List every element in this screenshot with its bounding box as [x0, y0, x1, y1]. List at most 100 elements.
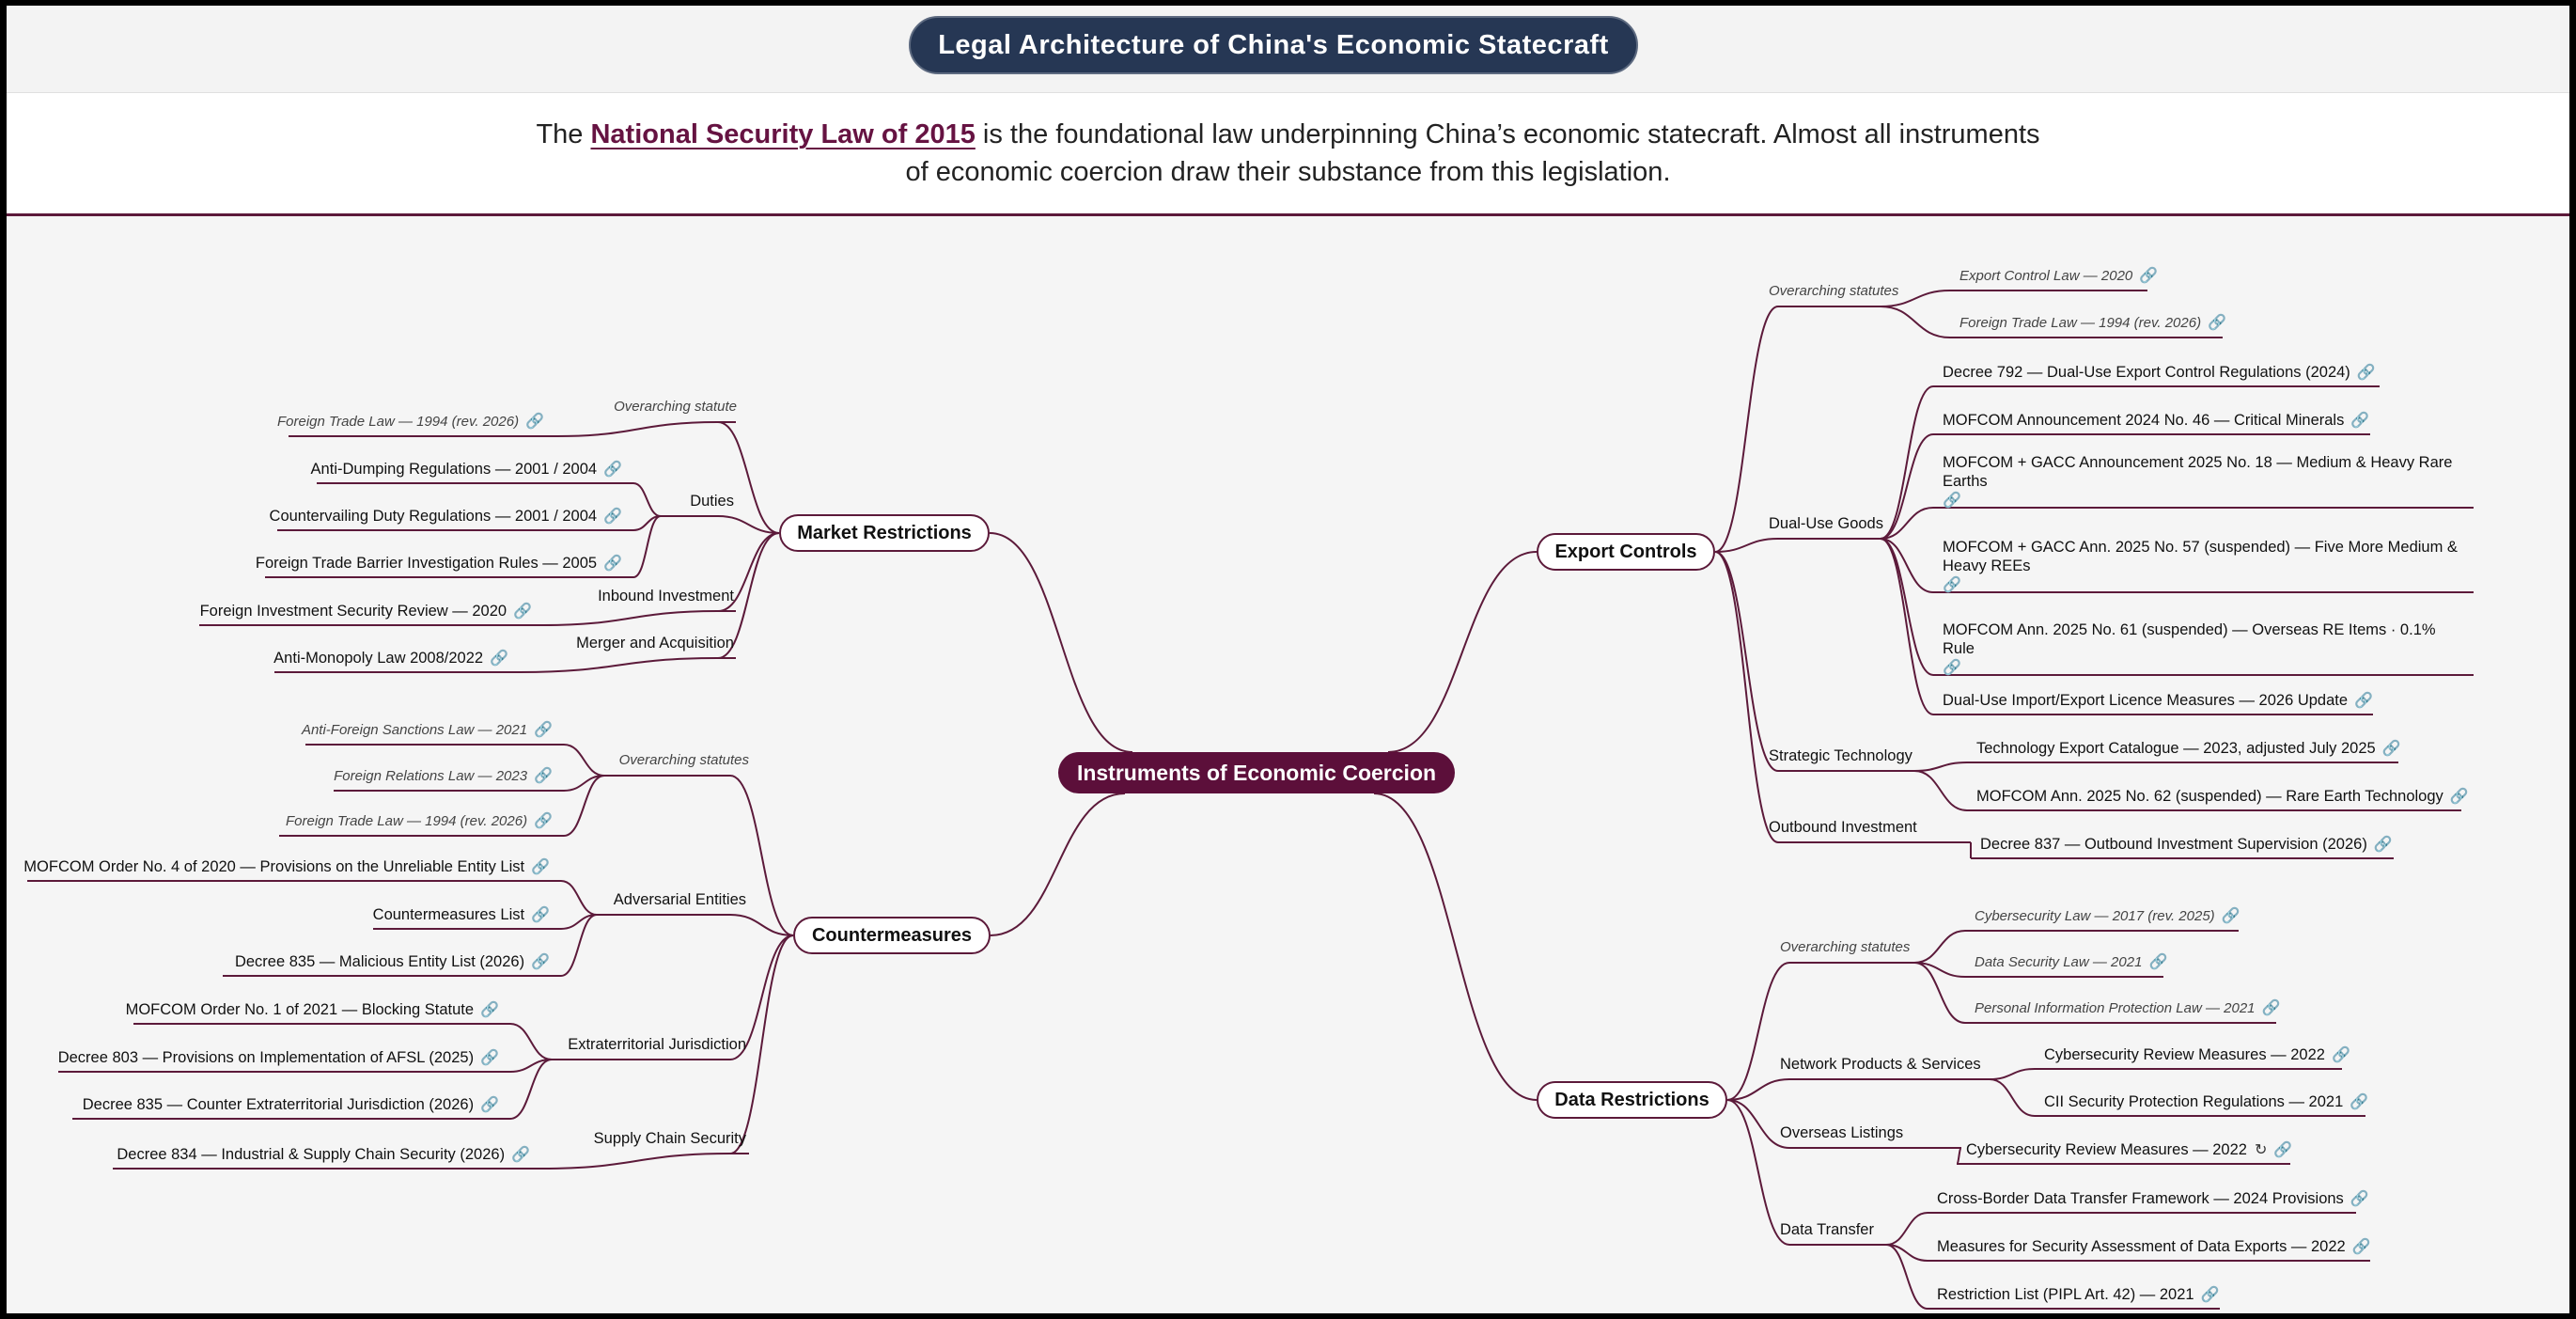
link-icon[interactable]: 🔗 [511, 1147, 530, 1163]
intro-text-before: The [536, 119, 591, 149]
leaf-export-controls-dual-use-import-export-licence-measures-2026-upd: Dual-Use Import/Export Licence Measures … [1943, 691, 2373, 711]
link-icon[interactable]: 🔗 [2381, 741, 2401, 757]
link-icon[interactable]: 🔗 [534, 768, 553, 784]
refresh-icon[interactable]: ↻ [2254, 1142, 2268, 1158]
category-market-restrictions-duties-label: Duties [690, 493, 734, 510]
link-icon[interactable]: 🔗 [2148, 954, 2168, 970]
leaf-countermeasures-decree-834-industrial-supply-chain-security-2026-label: Decree 834 — Industrial & Supply Chain S… [117, 1146, 506, 1163]
category-export-controls-overarching-statutes-label: Overarching statutes [1769, 283, 1899, 299]
link-icon[interactable]: 🔗 [480, 1097, 499, 1113]
edge-countermeasures-to-overarching-statutes [729, 775, 794, 936]
link-icon[interactable]: 🔗 [531, 859, 550, 875]
leaf-data-restrictions-measures-for-security-assessment-of-data-exports-label: Measures for Security Assessment of Data… [1937, 1238, 2346, 1255]
link-icon[interactable]: 🔗 [1943, 493, 1961, 509]
leaf-market-restrictions-foreign-trade-barrier-investigation-rules-2005: Foreign Trade Barrier Investigation Rule… [256, 554, 622, 573]
link-icon[interactable]: 🔗 [2351, 1239, 2371, 1255]
leaf-export-controls-mofcom-ann-2025-no-61-suspended-overseas-re-item-label: MOFCOM Ann. 2025 No. 61 (suspended) — Ov… [1943, 621, 2436, 657]
edge-center-to-export-controls [1387, 551, 1538, 753]
category-data-restrictions-overarching-statutes-label: Overarching statutes [1780, 939, 1911, 955]
intro-panel: The National Security Law of 2015 is the… [7, 93, 2569, 216]
category-market-restrictions-inbound-investment-label: Inbound Investment [598, 588, 734, 605]
leaf-data-restrictions-data-security-law-2021: Data Security Law — 2021🔗 [1975, 953, 2167, 972]
leaf-export-controls-mofcom-gacc-ann-2025-no-57-suspended-five-more-m-label: MOFCOM + GACC Ann. 2025 No. 57 (suspende… [1943, 539, 2458, 574]
branch-market-restrictions[interactable]: Market Restrictions [779, 514, 990, 552]
link-icon[interactable]: 🔗 [2350, 1191, 2369, 1207]
link-icon[interactable]: 🔗 [531, 907, 550, 923]
link-icon[interactable]: 🔗 [2221, 908, 2240, 924]
intro-text: The National Security Law of 2015 is the… [533, 116, 2043, 191]
link-icon[interactable]: 🔗 [2373, 837, 2393, 853]
leaf-countermeasures-decree-803-provisions-on-implementation-of-afsl-: Decree 803 — Provisions on Implementatio… [58, 1048, 499, 1068]
edge-inbound-investment-to-leaf [542, 610, 719, 626]
link-icon[interactable]: 🔗 [2200, 1287, 2220, 1303]
central-topic[interactable]: Instruments of Economic Coercion [1058, 752, 1455, 793]
branch-countermeasures[interactable]: Countermeasures [793, 917, 991, 954]
edge-duties-to-leaf [632, 515, 662, 578]
leaf-export-controls-mofcom-announcement-2024-no-46-critical-minerals: MOFCOM Announcement 2024 No. 46 — Critic… [1943, 411, 2369, 431]
link-icon[interactable]: 🔗 [525, 414, 544, 430]
link-icon[interactable]: 🔗 [2139, 268, 2159, 284]
edge-center-to-data-restrictions [1373, 793, 1538, 1101]
category-export-controls-strategic-technology: Strategic Technology [1769, 746, 1912, 765]
link-icon[interactable]: 🔗 [2273, 1142, 2293, 1158]
leaf-export-controls-mofcom-gacc-announcement-2025-no-18-medium-heavy: MOFCOM + GACC Announcement 2025 No. 18 —… [1943, 453, 2469, 510]
national-security-law-link[interactable]: National Security Law of 2015 [590, 119, 976, 149]
link-icon[interactable]: 🔗 [2449, 789, 2469, 805]
link-icon[interactable]: 🔗 [2350, 1094, 2369, 1110]
category-export-controls-overarching-statutes: Overarching statutes [1769, 282, 1898, 301]
link-icon[interactable]: 🔗 [2356, 365, 2376, 381]
edge-adversarial-entities-to-leaf [560, 914, 598, 977]
branch-data-restrictions[interactable]: Data Restrictions [1537, 1081, 1727, 1119]
leaf-countermeasures-decree-835-counter-extraterritorial-jurisdiction-label: Decree 835 — Counter Extraterritorial Ju… [82, 1096, 475, 1113]
leaf-countermeasures-decree-835-malicious-entity-list-2026: Decree 835 — Malicious Entity List (2026… [235, 952, 550, 972]
link-icon[interactable]: 🔗 [2331, 1047, 2350, 1063]
edge-overarching-statutes-to-leaf [1880, 290, 1951, 307]
leaf-countermeasures-foreign-trade-law-1994-rev-2026: Foreign Trade Law — 1994 (rev. 2026) 🔗 [286, 812, 553, 831]
link-icon[interactable]: 🔗 [534, 722, 553, 738]
edge-dual-use-goods-to-leaf [1880, 433, 1934, 540]
header-bar: Legal Architecture of China's Economic S… [7, 6, 2569, 93]
link-icon[interactable]: 🔗 [2350, 413, 2370, 429]
leaf-data-restrictions-cross-border-data-transfer-framework-2024-provis-label: Cross-Border Data Transfer Framework — 2… [1937, 1190, 2344, 1207]
leaf-market-restrictions-anti-dumping-regulations-2001-2004-label: Anti-Dumping Regulations — 2001 / 2004 [310, 461, 598, 478]
leaf-countermeasures-countermeasures-list: Countermeasures List🔗 [373, 905, 550, 925]
leaf-market-restrictions-anti-monopoly-law-2008-2022: Anti-Monopoly Law 2008/2022🔗 [273, 649, 508, 668]
leaf-countermeasures-decree-803-provisions-on-implementation-of-afsl--label: Decree 803 — Provisions on Implementatio… [57, 1049, 475, 1066]
edge-dual-use-goods-to-leaf [1880, 538, 1934, 593]
edge-overarching-statutes-to-leaf [563, 744, 605, 777]
leaf-export-controls-decree-792-dual-use-export-control-regulations-2-label: Decree 792 — Dual-Use Export Control Reg… [1943, 364, 2350, 381]
leaf-market-restrictions-foreign-trade-barrier-investigation-rules-2005-label: Foreign Trade Barrier Investigation Rule… [255, 555, 598, 572]
leaf-countermeasures-foreign-relations-law-2023: Foreign Relations Law — 2023🔗 [334, 767, 553, 786]
link-icon[interactable]: 🔗 [490, 651, 508, 667]
link-icon[interactable]: 🔗 [1943, 577, 1961, 593]
leaf-export-controls-export-control-law-2020: Export Control Law — 2020🔗 [1959, 267, 2158, 286]
link-icon[interactable]: 🔗 [603, 509, 622, 525]
link-icon[interactable]: 🔗 [513, 604, 532, 620]
leaf-countermeasures-mofcom-order-no-4-of-2020-provisions-on-the-unre-label: MOFCOM Order No. 4 of 2020 — Provisions … [23, 858, 525, 875]
link-icon[interactable]: 🔗 [2208, 315, 2226, 331]
link-icon[interactable]: 🔗 [1943, 660, 1961, 676]
edge-dual-use-goods-to-leaf [1880, 538, 1934, 715]
link-icon[interactable]: 🔗 [531, 954, 550, 970]
edge-adversarial-entities-to-leaf [560, 880, 598, 916]
link-icon[interactable]: 🔗 [534, 813, 553, 829]
link-icon[interactable]: 🔗 [2354, 693, 2373, 709]
link-icon[interactable]: 🔗 [603, 556, 622, 572]
mind-map: Instruments of Economic Coercion Export … [7, 6, 2569, 1313]
leaf-countermeasures-foreign-trade-law-1994-rev-2026-label: Foreign Trade Law — 1994 (rev. 2026) [286, 813, 528, 829]
branch-export-controls[interactable]: Export Controls [1537, 533, 1715, 571]
leaf-data-restrictions-personal-information-protection-law-2021-label: Personal Information Protection Law — 20… [1975, 1000, 2256, 1016]
edge-countermeasures-to-extraterritorial-jurisdiction [729, 934, 794, 1060]
category-data-restrictions-overseas-listings-label: Overseas Listings [1780, 1124, 1904, 1141]
category-countermeasures-adversarial-entities: Adversarial Entities [614, 890, 746, 909]
link-icon[interactable]: 🔗 [480, 1050, 499, 1066]
leaf-data-restrictions-personal-information-protection-law-2021: Personal Information Protection Law — 20… [1975, 999, 2280, 1018]
edge-dual-use-goods-to-leaf [1880, 507, 1934, 540]
category-countermeasures-adversarial-entities-label: Adversarial Entities [613, 891, 746, 908]
link-icon[interactable]: 🔗 [2261, 1000, 2281, 1016]
category-market-restrictions-duties: Duties [690, 492, 734, 510]
leaf-countermeasures-anti-foreign-sanctions-law-2021: Anti-Foreign Sanctions Law — 2021🔗 [302, 721, 553, 740]
link-icon[interactable]: 🔗 [603, 462, 622, 478]
link-icon[interactable]: 🔗 [480, 1002, 499, 1018]
leaf-countermeasures-mofcom-order-no-4-of-2020-provisions-on-the-unre: MOFCOM Order No. 4 of 2020 — Provisions … [23, 857, 550, 877]
